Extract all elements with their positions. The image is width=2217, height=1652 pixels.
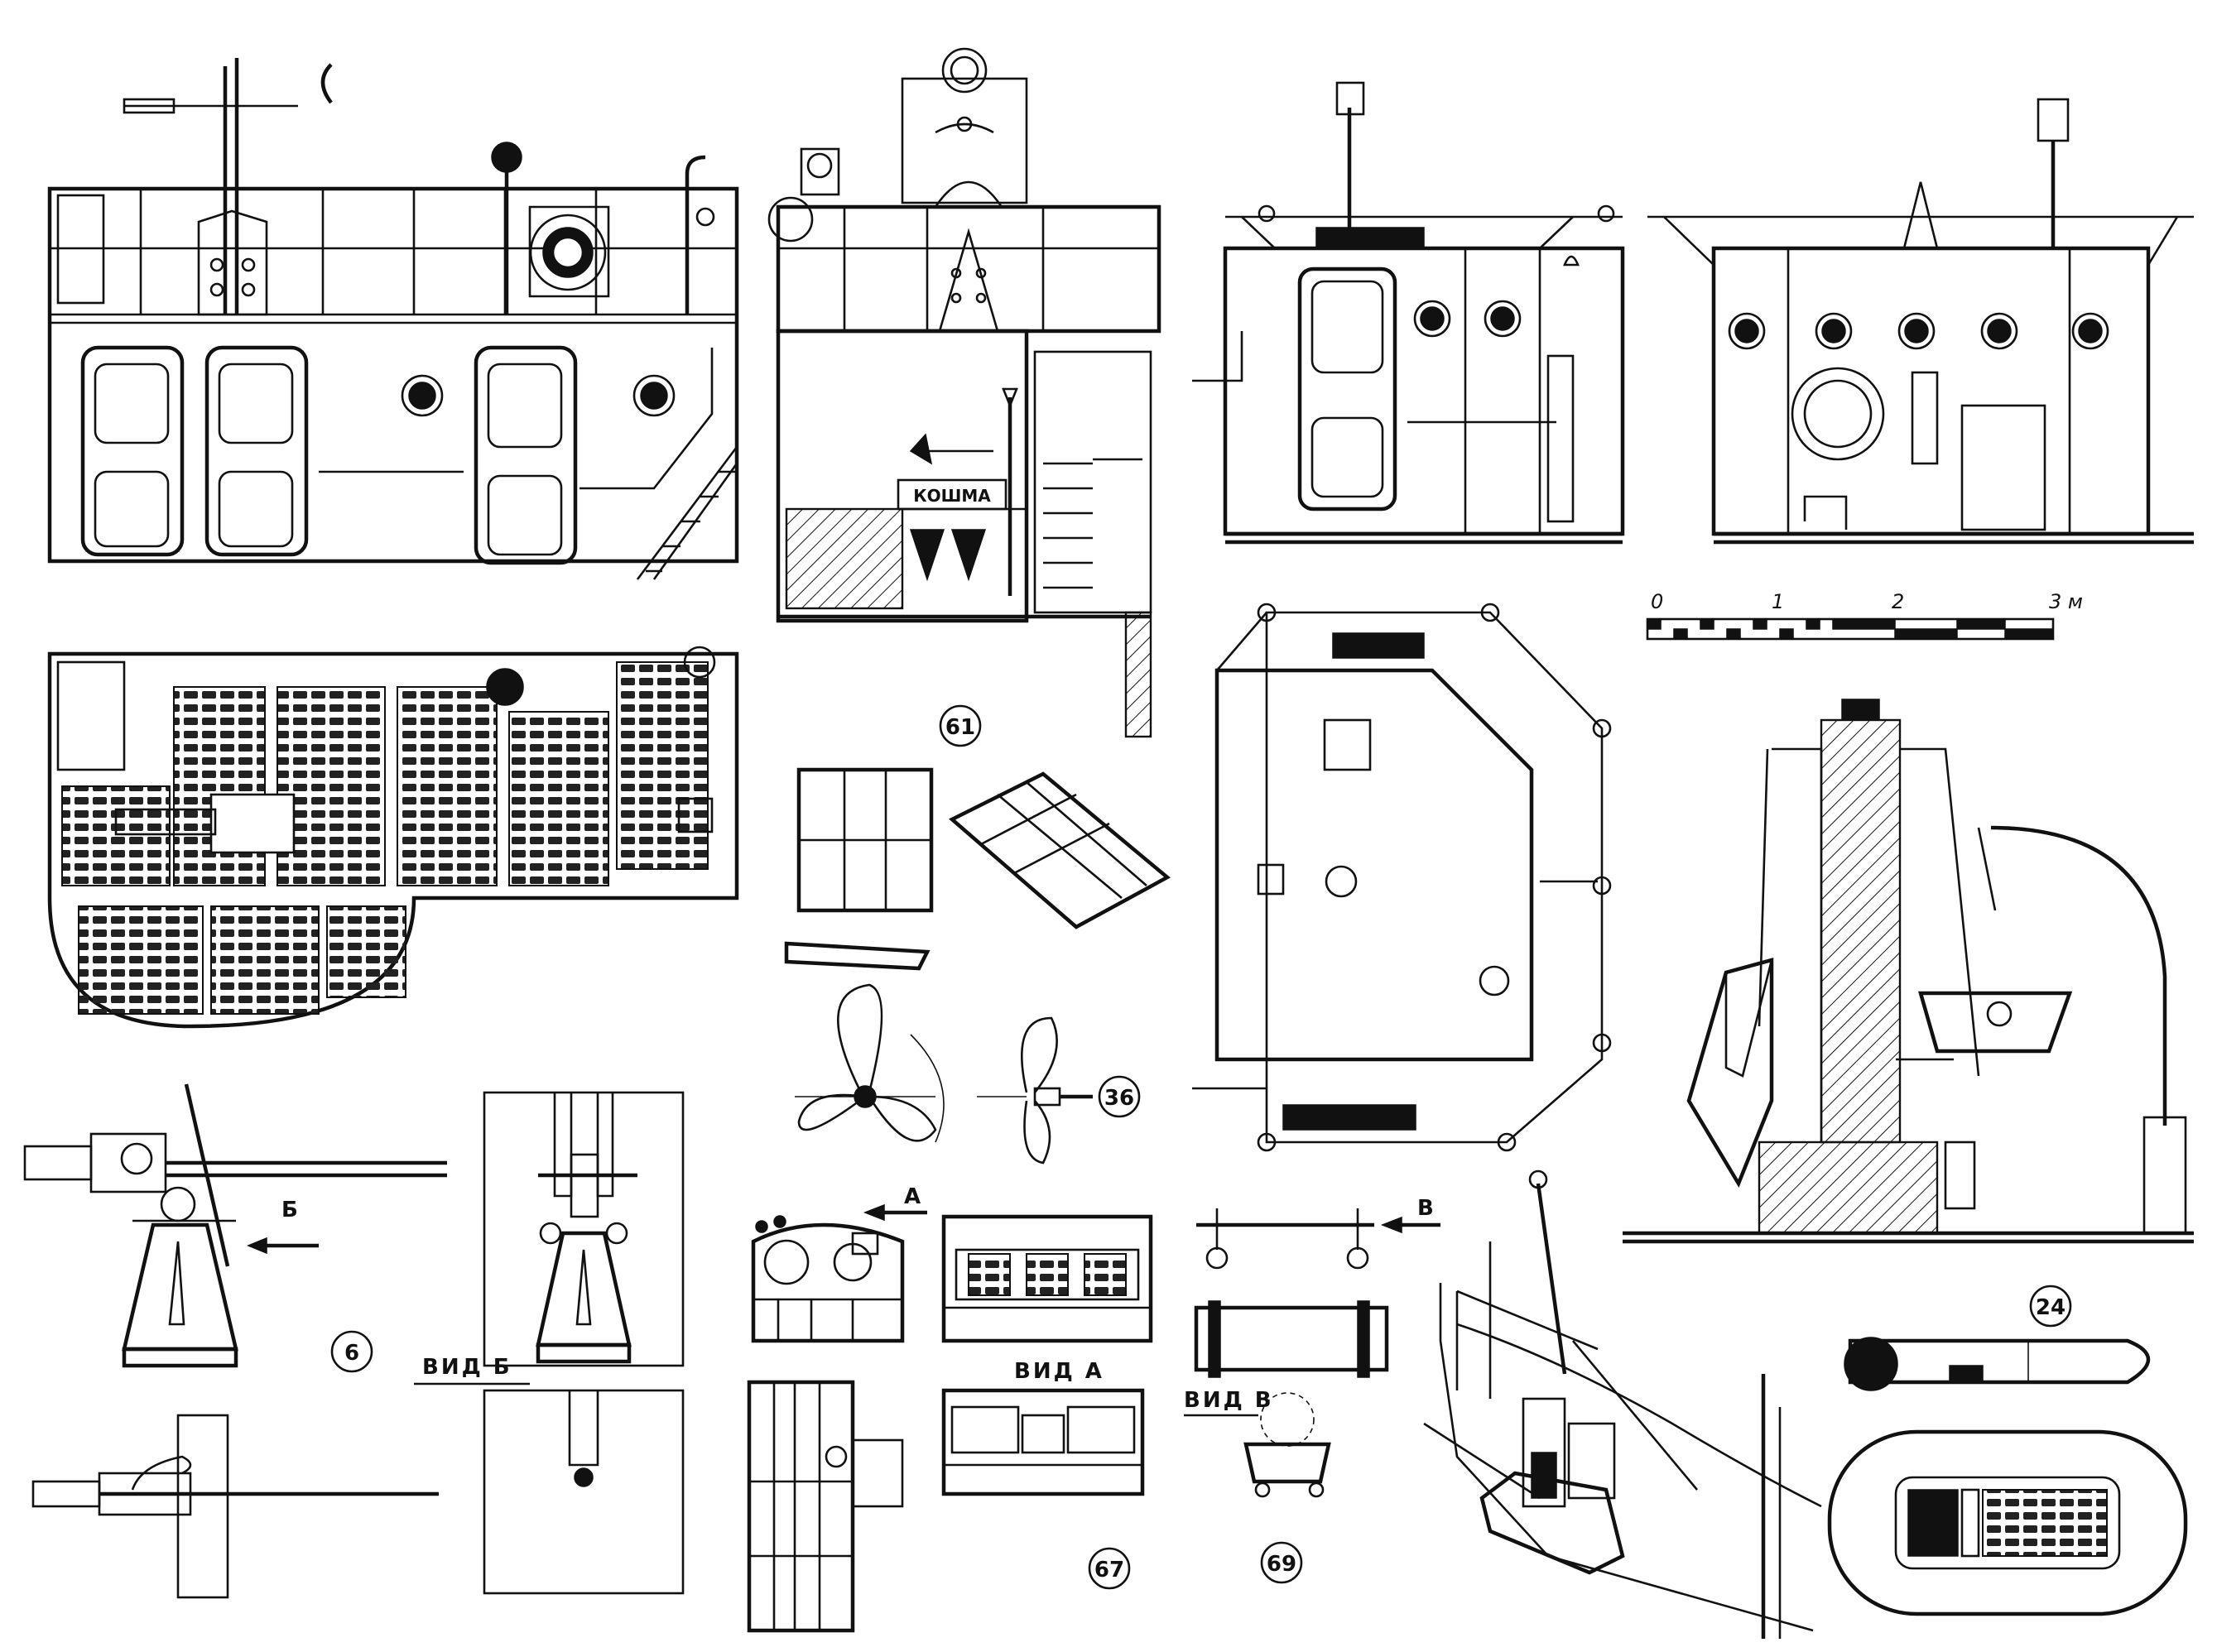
- scale-tick-3: 3 м: [2049, 590, 2083, 613]
- svg-text:6: 6: [344, 1341, 359, 1366]
- callout-36: 36: [1098, 1075, 1141, 1118]
- view-b: ВИД Б: [414, 1355, 685, 1595]
- windlass-front-view: [941, 1214, 1153, 1343]
- koshma-sign: КОШМА: [913, 486, 991, 506]
- scale-tick-1: 1: [1772, 590, 1784, 613]
- svg-text:61: 61: [945, 715, 975, 740]
- life-raft-side-view: [1844, 1337, 2151, 1391]
- gun-front-view: [483, 1091, 685, 1367]
- deck-plan-gratings: [47, 646, 739, 1029]
- callout-67: 67: [1088, 1547, 1131, 1590]
- grating-panels: [784, 767, 1171, 971]
- arrow-a-label: А: [904, 1184, 921, 1209]
- view-b-label: ВИД Б: [422, 1355, 512, 1380]
- view-a: ВИД А: [941, 1359, 1145, 1496]
- deckhouse-front-elevation: [1192, 81, 1625, 545]
- callout-69: 69: [1260, 1541, 1303, 1584]
- fairlead-side-view: [1196, 1208, 1374, 1270]
- callout-61: 61: [939, 704, 982, 747]
- deckhouse-aft-elevation: [1647, 98, 2194, 545]
- windlass-side-view: [751, 1215, 905, 1343]
- funnel-and-davit-section: [1623, 699, 2194, 1244]
- svg-text:69: 69: [1267, 1552, 1296, 1577]
- bridge-deck-plan: [1192, 603, 1612, 1152]
- view-a-label: ВИД А: [1014, 1359, 1104, 1384]
- life-raft-plan-view: [1827, 1429, 2188, 1616]
- scale-tick-0: 0: [1651, 590, 1663, 613]
- svg-text:36: 36: [1104, 1086, 1134, 1111]
- arrow-a: А: [863, 1184, 927, 1222]
- bow-perspective-view: [1423, 1169, 1822, 1639]
- scale-tick-2: 2: [1892, 590, 1904, 613]
- view-v-label: ВИД В: [1184, 1388, 1274, 1413]
- svg-text:67: 67: [1094, 1558, 1124, 1582]
- propeller-side-view: [977, 1016, 1093, 1165]
- deckhouse-side-elevation: [47, 58, 739, 580]
- deck-gun-side-view: [23, 1083, 447, 1368]
- windlass-plan-view: [747, 1380, 904, 1633]
- scale-bar: 0 1 2 3 м: [1646, 590, 2083, 641]
- arrow-v-label: В: [1417, 1196, 1434, 1221]
- callout-24: 24: [2029, 1285, 2072, 1328]
- arrow-b: Б: [247, 1198, 319, 1255]
- deck-gun-plan-view: [31, 1414, 439, 1599]
- propeller-front-view: [795, 983, 945, 1143]
- arrow-b-label: Б: [281, 1198, 298, 1222]
- svg-text:24: 24: [2036, 1295, 2066, 1320]
- view-v: ВИД В: [1184, 1388, 1331, 1498]
- arrow-v: В: [1380, 1196, 1440, 1234]
- wheelhouse-section: КОШМА: [767, 47, 1161, 738]
- callout-6: 6: [330, 1330, 373, 1373]
- fairlead-plan-view: [1194, 1300, 1389, 1378]
